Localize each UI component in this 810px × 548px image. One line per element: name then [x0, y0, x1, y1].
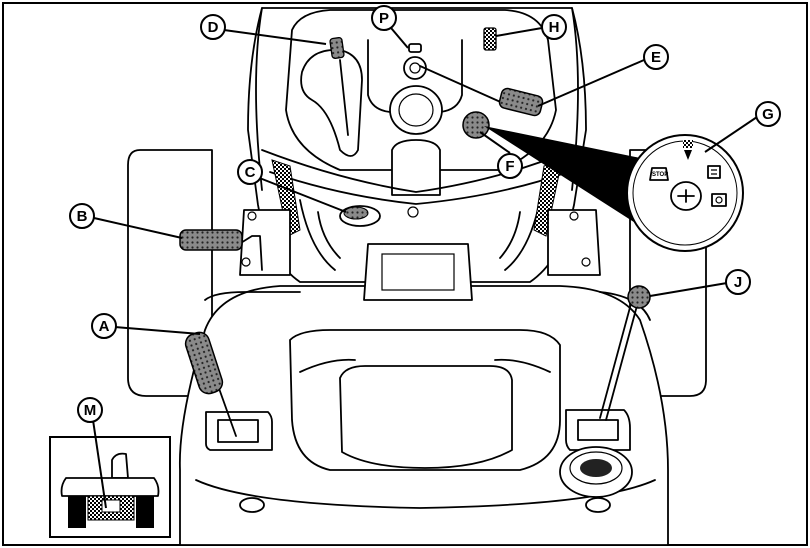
throttle-lever[interactable] — [300, 37, 363, 157]
callout-B-label: B — [77, 208, 88, 225]
leader-lines — [92, 21, 758, 509]
callout-J: J — [725, 269, 751, 295]
ignition-switch-inset: STOP — [626, 134, 744, 252]
callout-C-label: C — [245, 164, 256, 181]
brake-pedal[interactable] — [179, 229, 263, 271]
tractor-rear-inset — [49, 436, 171, 538]
callout-E-label: E — [651, 49, 661, 66]
callout-P: P — [371, 5, 397, 31]
run-icon — [707, 165, 721, 179]
callout-A-label: A — [99, 318, 110, 335]
mower-lift-lever[interactable] — [419, 65, 544, 117]
callout-M-label: M — [84, 402, 97, 419]
callout-E: E — [643, 44, 669, 70]
callout-A: A — [91, 313, 117, 339]
start-icon — [711, 193, 727, 207]
stop-label: STOP — [652, 172, 668, 178]
callout-D: D — [200, 14, 226, 40]
headlight-switch[interactable] — [483, 27, 497, 51]
left-frame-bracket — [239, 209, 291, 276]
shift-lever[interactable] — [565, 285, 651, 451]
cruise-control-knob[interactable] — [339, 205, 381, 227]
callout-B: B — [69, 203, 95, 229]
callout-M: M — [77, 397, 103, 423]
callout-C: C — [237, 159, 263, 185]
switch-arrow-icon — [684, 150, 692, 160]
switch-detail-pointer — [484, 126, 650, 226]
callout-G-label: G — [762, 106, 774, 123]
callout-G: G — [755, 101, 781, 127]
callout-H-label: H — [549, 19, 560, 36]
right-frame-bracket — [547, 209, 601, 276]
parking-brake-lever[interactable] — [183, 330, 273, 451]
pto-knob[interactable] — [462, 111, 490, 139]
seat — [289, 329, 561, 471]
callout-D-label: D — [208, 19, 219, 36]
callout-F-label: F — [505, 158, 514, 175]
callout-H: H — [541, 14, 567, 40]
hood-bolt — [407, 206, 419, 218]
cup-holder — [559, 446, 633, 498]
callout-F: F — [497, 153, 523, 179]
callout-J-label: J — [734, 274, 742, 291]
stop-icon: STOP — [649, 167, 669, 181]
callout-P-label: P — [379, 10, 389, 27]
